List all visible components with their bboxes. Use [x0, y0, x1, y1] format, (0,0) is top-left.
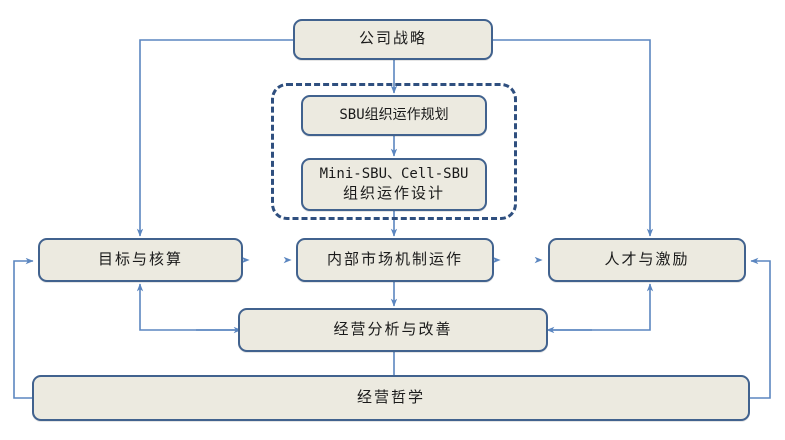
node-business-analysis-improvement[interactable]: 经营分析与改善: [238, 308, 548, 352]
node-label: 经营哲学: [356, 389, 425, 406]
node-mini-sbu-cell-sbu-design[interactable]: Mini-SBU、Cell-SBU 组织运作设计: [301, 158, 487, 211]
wire-analysis-to-talent: [550, 283, 654, 331]
node-label: 内部市场机制运作: [326, 251, 463, 268]
node-business-philosophy[interactable]: 经营哲学: [32, 375, 750, 421]
wire-analysis-to-goal: [136, 283, 236, 331]
node-label: 公司战略: [358, 31, 427, 48]
node-label: 人才与激励: [604, 251, 690, 268]
wire-philosophy-loop-right: [750, 257, 771, 399]
node-label: 经营分析与改善: [333, 321, 453, 338]
node-sbu-organization-plan[interactable]: SBU组织运作规划: [301, 95, 487, 136]
node-label: 目标与核算: [97, 251, 183, 268]
sbu-dashed-group: [271, 83, 517, 220]
node-internal-market-mechanism[interactable]: 内部市场机制运作: [296, 238, 494, 282]
wire-philosophy-loop-left: [13, 257, 34, 399]
node-label-line2: 组织运作设计: [342, 185, 445, 202]
node-label: SBU组织运作规划: [339, 107, 449, 124]
wire-strategy-to-goal: [136, 39, 293, 237]
node-label-line1: Mini-SBU、Cell-SBU: [319, 165, 469, 182]
node-talent-and-incentive[interactable]: 人才与激励: [548, 238, 746, 282]
node-goal-and-accounting[interactable]: 目标与核算: [38, 238, 243, 282]
wire-strategy-to-talent: [493, 39, 654, 237]
node-company-strategy[interactable]: 公司战略: [293, 19, 493, 60]
